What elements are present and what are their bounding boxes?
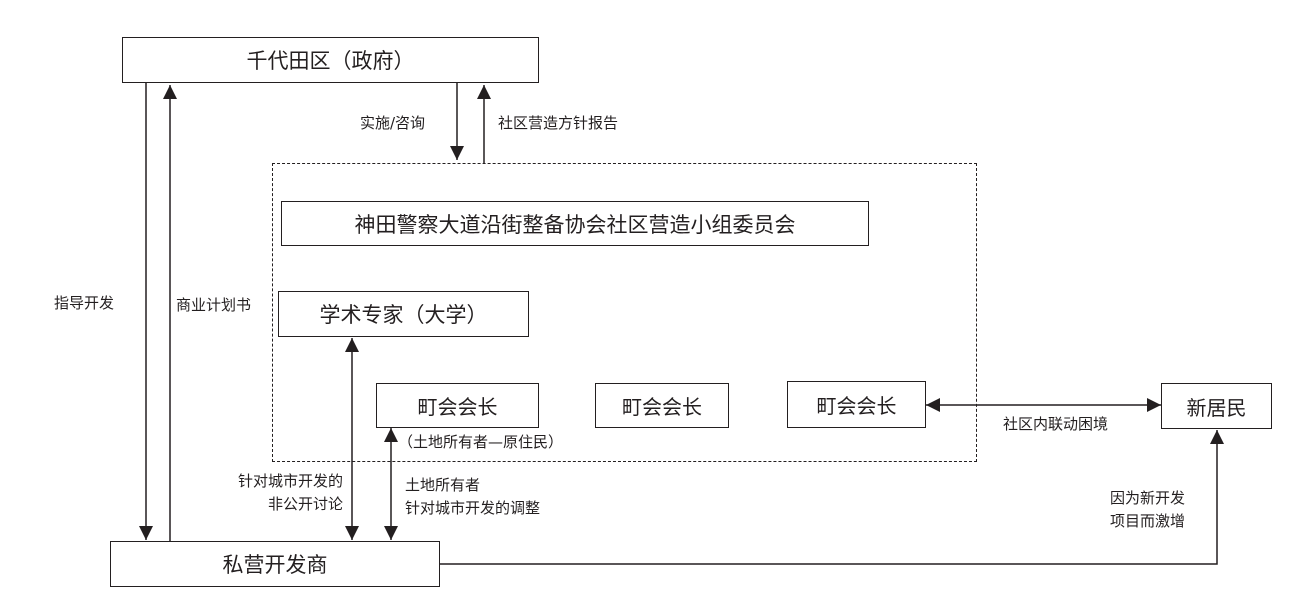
label-policy-report: 社区营造方针报告 [498,114,619,132]
edge-new-development [440,430,1224,565]
chair-node-2: 町会会长 [595,383,729,428]
label-landowner-adjust-line-2: 针对城市开发的调整 [405,499,541,517]
label-new-development-surge-line-2: 项目而激增 [1110,512,1186,530]
label-landowner-note: （土地所有者—原住民） [398,433,564,451]
label-new-development-surge: 因为新开发 项目而激增 [1110,487,1185,533]
label-new-development-surge-line-1: 因为新开发 [1110,489,1186,507]
label-landowner-adjust: 土地所有者 针对城市开发的调整 [405,474,540,520]
label-private-discussion: 针对城市开发的 非公开讨论 [238,470,343,516]
chair-node-3: 町会会长 [787,381,926,428]
label-business-plan: 商业计划书 [176,296,252,314]
label-landowner-adjust-line-1: 土地所有者 [405,476,481,494]
label-private-discussion-line-1: 针对城市开发的 [237,472,343,490]
label-implement-consult: 实施/咨询 [360,114,426,132]
label-private-discussion-line-2: 非公开讨论 [267,495,343,513]
label-community-dilemma: 社区内联动困境 [1003,415,1109,433]
committee-node: 神田警察大道沿街整备协会社区营造小组委员会 [281,201,869,246]
new-residents-node: 新居民 [1161,383,1272,429]
government-node: 千代田区（政府） [122,37,539,83]
label-guide-development: 指导开发 [54,294,115,312]
academic-node: 学术专家（大学） [278,291,529,337]
developer-node: 私营开发商 [110,541,440,587]
committee-boundary [272,163,977,462]
chair-node-1: 町会会长 [376,383,539,428]
